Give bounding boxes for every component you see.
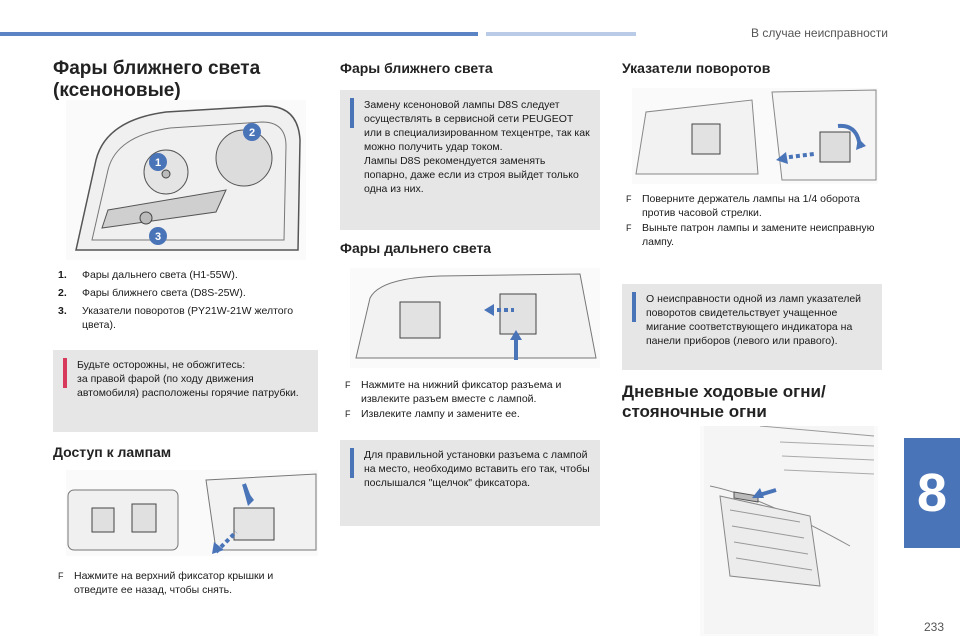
legend-item: 1.Фары дальнего света (H1-55W). bbox=[58, 269, 238, 281]
legend-item: 3.Указатели поворотов (PY21W-21W желтого… bbox=[58, 305, 294, 331]
warning-icon bbox=[63, 358, 67, 388]
legend-item: 2.Фары ближнего света (D8S-25W). bbox=[58, 287, 246, 299]
turn-signal-illustration bbox=[632, 88, 878, 184]
title-turn-signals: Указатели поворотов bbox=[622, 60, 771, 76]
high-beam-illustration bbox=[350, 268, 600, 368]
warning-box: Будьте осторожны, не обожгитесь: за прав… bbox=[53, 350, 318, 432]
drl-illustration bbox=[700, 426, 878, 636]
chapter-tab: 8 bbox=[904, 438, 960, 548]
info-icon bbox=[350, 448, 354, 478]
section-header: В случае неисправности bbox=[751, 26, 888, 40]
info-box-high-beam: Для правильной установки разъема с лампо… bbox=[340, 440, 600, 526]
callout-3 bbox=[149, 227, 167, 245]
callout-3-label: 3 bbox=[155, 231, 161, 243]
title-drl: Дневные ходовые огни/ стояночные огни bbox=[622, 382, 826, 421]
callout-1 bbox=[149, 153, 167, 171]
info-icon bbox=[632, 292, 636, 322]
page-number: 233 bbox=[923, 620, 944, 634]
info-icon bbox=[350, 98, 354, 128]
title-access: Доступ к лампам bbox=[53, 444, 172, 460]
info-box-turn-signals: О неисправности одной из ламп указателей… bbox=[622, 284, 882, 370]
headlamp-illustration: 1 2 3 bbox=[66, 100, 306, 260]
callout-1-label: 1 bbox=[155, 157, 161, 169]
access-illustration bbox=[66, 470, 318, 556]
callout-2 bbox=[243, 123, 261, 141]
title-low-beam: Фары ближнего света bbox=[340, 60, 493, 76]
info-box-low-beam: Замену ксеноновой лампы D8S следует осущ… bbox=[340, 90, 600, 230]
callout-2-label: 2 bbox=[249, 127, 255, 139]
bulb-legend: 1.Фары дальнего света (H1-55W). 2.Фары б… bbox=[58, 268, 320, 336]
chapter-number: 8 bbox=[916, 463, 948, 523]
header-bar bbox=[0, 32, 478, 36]
title-xenon: Фары ближнего света (ксеноновые) bbox=[53, 58, 261, 101]
title-high-beam: Фары дальнего света bbox=[340, 240, 492, 256]
header-bar-light bbox=[486, 32, 636, 36]
